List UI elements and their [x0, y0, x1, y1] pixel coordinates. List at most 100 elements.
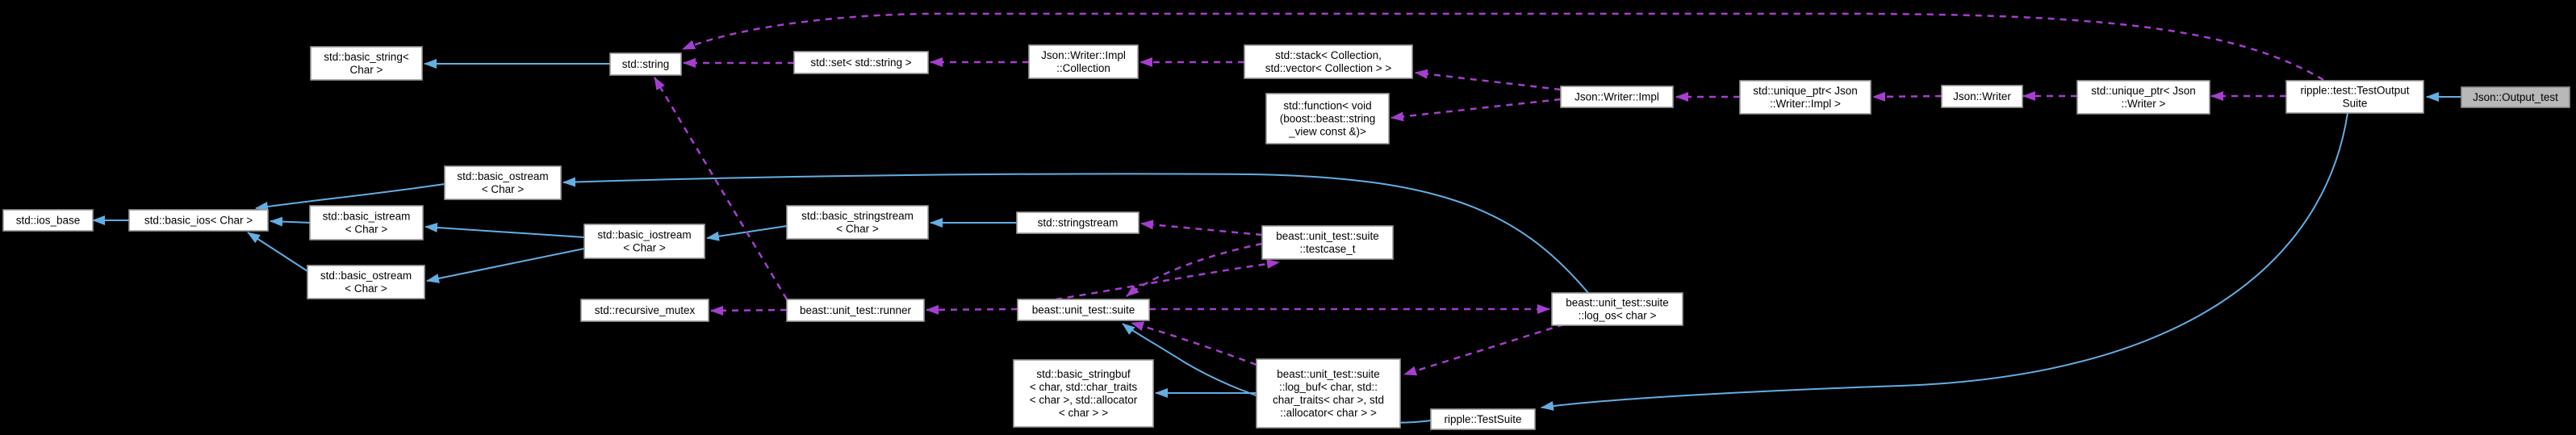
node-label-std_string: std::string [622, 58, 670, 70]
edge-unit_test_runner-to-std_string [653, 77, 788, 300]
node-box-basic_iostream[interactable] [583, 224, 705, 259]
node-label-json_writer: Json::Writer [1953, 90, 2011, 102]
node-box-ios_base[interactable] [2, 209, 94, 232]
node-box-std_stack_collection[interactable] [1244, 44, 1413, 79]
edge-testcase_t-to-std_stringstream [1140, 220, 1263, 236]
node-label-unique_ptr_writer: std::unique_ptr< Json::Writer > [2091, 85, 2195, 110]
node-basic_stringstream[interactable]: std::basic_stringstream< Char > [786, 205, 929, 240]
node-box-std_string[interactable] [609, 52, 682, 76]
edge-test_output_suite-to-ripple_testsuite [1541, 112, 2348, 411]
node-box-unit_test_suite[interactable] [1017, 299, 1150, 321]
edge-testcase_t-to-unit_test_suite [1126, 242, 1263, 297]
edge-log_os-to-log_buf [1403, 323, 1565, 376]
node-std_string[interactable]: std::string [609, 52, 682, 76]
node-basic_iostream[interactable]: std::basic_iostream< Char > [583, 224, 705, 259]
node-std_function_stringview[interactable]: std::function< void(boost::beast::string… [1265, 93, 1390, 144]
node-box-recursive_mutex[interactable] [580, 299, 709, 322]
node-unit_test_suite[interactable]: beast::unit_test::suite [1017, 299, 1150, 321]
node-unique_ptr_writer[interactable]: std::unique_ptr< Json::Writer > [2076, 80, 2210, 115]
node-box-basic_string_char[interactable] [310, 46, 423, 81]
node-ostream_upper[interactable]: std::basic_ostream< Char > [444, 165, 562, 200]
node-recursive_mutex[interactable]: std::recursive_mutex [580, 299, 709, 322]
node-basic_stringbuf[interactable]: std::basic_stringbuf< char, std::char_tr… [1013, 359, 1154, 428]
node-label-basic_string_char: std::basic_string<Char > [324, 51, 409, 76]
node-label-recursive_mutex: std::recursive_mutex [595, 304, 696, 316]
node-ostream_lower[interactable]: std::basic_ostream< Char > [307, 265, 425, 299]
node-box-unique_ptr_writer_impl[interactable] [1739, 80, 1871, 115]
node-box-testcase_t[interactable] [1261, 225, 1394, 260]
edge-ostream_upper-to-basic_ios [255, 183, 445, 211]
node-std_stringstream[interactable]: std::stringstream [1016, 211, 1140, 234]
edge-log_os-to-ostream_upper [562, 173, 1589, 294]
node-box-json_writer_impl_collection[interactable] [1028, 44, 1139, 79]
node-label-unit_test_suite: beast::unit_test::suite [1032, 304, 1135, 316]
node-box-log_buf[interactable] [1256, 358, 1401, 429]
node-box-ripple_testsuite[interactable] [1430, 408, 1536, 430]
node-testcase_t[interactable]: beast::unit_test::suite::testcase_t [1261, 225, 1394, 260]
edge-unit_test_suite-to-testcase_t [1055, 259, 1280, 301]
edge-unit_test_suite-to-unit_test_runner [926, 304, 1018, 315]
node-label-ripple_testsuite: ripple::TestSuite [1444, 413, 1521, 425]
node-label-ostream_lower: std::basic_ostream< Char > [320, 270, 412, 295]
node-std_stack_collection[interactable]: std::stack< Collection,std::vector< Coll… [1244, 44, 1413, 79]
edge-json_writer-to-unique_ptr_writer_impl [1872, 91, 1942, 102]
node-basic_string_char[interactable]: std::basic_string<Char > [310, 46, 423, 81]
edge-basic_istream-to-basic_ios [270, 216, 311, 227]
edge-unit_test_runner-to-recursive_mutex [710, 305, 788, 316]
node-box-unique_ptr_writer[interactable] [2076, 80, 2210, 115]
node-box-basic_istream[interactable] [309, 205, 424, 241]
node-label-std_stringstream: std::stringstream [1038, 217, 1119, 229]
node-json_writer_impl[interactable]: Json::Writer::Impl [1560, 86, 1674, 108]
node-ios_base[interactable]: std::ios_base [2, 209, 94, 232]
node-box-std_set_string[interactable] [793, 51, 929, 74]
node-label-basic_stringbuf: std::basic_stringbuf< char, std::char_tr… [1030, 368, 1138, 419]
node-box-json_writer_impl[interactable] [1560, 86, 1674, 108]
node-label-json_output_test: Json::Output_test [2473, 91, 2558, 103]
node-label-std_stack_collection: std::stack< Collection,std::vector< Coll… [1265, 49, 1392, 74]
node-label-std_function_stringview: std::function< void(boost::beast::string… [1280, 100, 1376, 138]
node-json_writer[interactable]: Json::Writer [1941, 85, 2023, 108]
node-log_os[interactable]: beast::unit_test::suite::log_os< char > [1551, 292, 1683, 326]
node-box-ostream_upper[interactable] [444, 165, 562, 200]
node-box-std_function_stringview[interactable] [1265, 93, 1390, 144]
node-box-unit_test_runner[interactable] [786, 299, 925, 322]
edge-json_writer_impl-to-std_stack_collection [1415, 69, 1562, 91]
node-label-unit_test_runner: beast::unit_test::runner [800, 304, 912, 316]
node-box-std_stringstream[interactable] [1016, 211, 1140, 234]
node-label-unique_ptr_writer_impl: std::unique_ptr< Json::Writer::Impl > [1753, 85, 1857, 110]
node-label-basic_iostream: std::basic_iostream< Char > [597, 229, 691, 254]
node-ripple_testsuite[interactable]: ripple::TestSuite [1430, 408, 1536, 430]
node-box-log_os[interactable] [1551, 292, 1683, 326]
node-box-ostream_lower[interactable] [307, 265, 425, 299]
node-basic_ios[interactable]: std::basic_ios< Char > [128, 209, 269, 232]
node-box-test_output_suite[interactable] [2285, 80, 2424, 114]
node-json_output_test: Json::Output_test [2461, 86, 2570, 108]
node-box-basic_stringbuf[interactable] [1013, 359, 1154, 428]
node-box-json_output_test [2461, 86, 2570, 108]
node-json_writer_impl_collection[interactable]: Json::Writer::Impl::Collection [1028, 44, 1139, 79]
node-label-json_writer_impl_collection: Json::Writer::Impl::Collection [1041, 49, 1126, 74]
node-basic_istream[interactable]: std::basic_istream< Char > [309, 205, 424, 241]
edge-ostream_lower-to-basic_ios [247, 232, 308, 272]
edge-basic_iostream-to-ostream_lower [426, 248, 585, 283]
node-std_set_string[interactable]: std::set< std::string > [793, 51, 929, 74]
node-label-json_writer_impl: Json::Writer::Impl [1574, 91, 1659, 103]
edge-basic_iostream-to-basic_istream [424, 223, 585, 238]
edge-log_buf-to-unit_test_suite [1131, 321, 1257, 366]
node-box-json_writer[interactable] [1941, 85, 2023, 108]
node-unique_ptr_writer_impl[interactable]: std::unique_ptr< Json::Writer::Impl > [1739, 80, 1871, 115]
node-label-testcase_t: beast::unit_test::suite::testcase_t [1276, 230, 1379, 255]
node-label-log_os: beast::unit_test::suite::log_os< char > [1566, 297, 1669, 322]
node-label-log_buf: beast::unit_test::suite::log_buf< char, … [1273, 368, 1384, 419]
node-unit_test_runner[interactable]: beast::unit_test::runner [786, 299, 925, 322]
node-box-basic_ios[interactable] [128, 209, 269, 232]
node-box-basic_stringstream[interactable] [786, 205, 929, 240]
node-label-ios_base: std::ios_base [16, 215, 81, 227]
node-log_buf[interactable]: beast::unit_test::suite::log_buf< char, … [1256, 358, 1401, 429]
node-label-basic_ios: std::basic_ios< Char > [144, 215, 253, 227]
